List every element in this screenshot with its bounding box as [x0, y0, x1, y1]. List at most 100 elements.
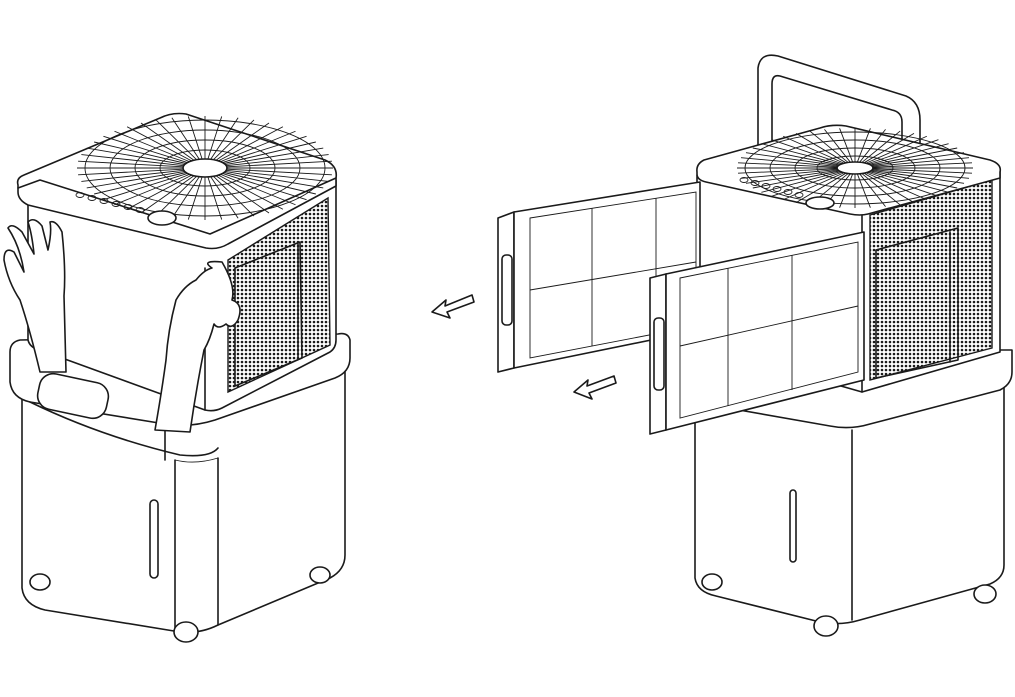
side-grille-left	[227, 196, 331, 394]
grille-spoke	[761, 171, 841, 193]
grille-spoke	[859, 173, 886, 207]
grille-spoke	[103, 135, 188, 163]
water-window-right	[789, 489, 797, 563]
grille-spoke	[114, 130, 190, 163]
grille-spoke	[872, 169, 970, 179]
grille-spoke	[215, 175, 270, 214]
grille-spoke	[771, 171, 843, 197]
grille-spoke	[752, 170, 840, 189]
grille-spoke	[210, 176, 239, 219]
grille-spoke	[795, 172, 847, 204]
grille-spoke	[226, 169, 329, 182]
grille-spoke	[872, 162, 973, 168]
grille-spoke	[215, 122, 270, 161]
wheel-icon	[701, 573, 997, 637]
wheel-icon	[29, 566, 331, 643]
arrow-left-icon	[431, 294, 475, 319]
top-grille-left	[77, 116, 333, 220]
grille-spoke	[226, 160, 332, 168]
grille-spoke	[222, 135, 307, 163]
grille-spoke	[856, 128, 871, 163]
grille-spoke	[782, 172, 845, 201]
grille-spoke	[226, 154, 329, 167]
grille-spoke	[737, 162, 838, 168]
grille-spoke	[171, 176, 200, 219]
grille-spoke	[86, 171, 185, 189]
grille-spoke	[78, 168, 184, 176]
lower-body-left	[21, 359, 346, 634]
grille-spoke	[187, 176, 203, 220]
grille-spoke	[752, 147, 840, 166]
grille-spoke	[187, 116, 203, 160]
grille-spoke	[861, 130, 901, 163]
grille-spoke	[859, 129, 886, 163]
lower-body-right	[694, 379, 1005, 625]
grille-spoke	[114, 173, 190, 206]
grille-spoke	[871, 152, 965, 167]
grille-spoke	[737, 168, 838, 174]
grille-spoke	[220, 130, 296, 163]
grille-spoke	[740, 157, 838, 167]
grille-spoke	[872, 157, 970, 167]
grille-spoke	[869, 171, 949, 193]
grille-spoke	[226, 168, 332, 176]
grille-spoke	[223, 172, 316, 195]
hand-icon	[3, 218, 67, 373]
grille-spoke	[207, 176, 223, 220]
grille-spoke	[839, 128, 854, 163]
grille-spoke	[140, 175, 195, 214]
grille-spoke	[782, 135, 845, 164]
top-grille-right	[737, 128, 973, 208]
grille-spoke	[225, 147, 324, 165]
grille-spoke	[126, 126, 192, 162]
grille-spoke	[213, 119, 255, 161]
grille-spoke	[839, 173, 854, 208]
grille-spoke	[94, 141, 187, 164]
grille-spoke	[745, 152, 839, 167]
grille-spoke	[863, 132, 915, 164]
grille-spoke	[86, 147, 185, 165]
grille-spoke	[867, 139, 939, 165]
filter-icon	[649, 231, 865, 435]
grille-spoke	[869, 143, 949, 165]
control-panel-right	[739, 177, 835, 210]
grille-spoke	[225, 171, 324, 189]
grille-spoke	[861, 173, 901, 206]
grille-spoke	[856, 173, 871, 208]
control-panel-left	[75, 192, 177, 226]
water-window-left	[149, 499, 159, 579]
grille-spoke	[155, 119, 197, 161]
side-grille-right	[869, 179, 993, 381]
hand-icon	[154, 260, 241, 433]
grille-spoke	[867, 171, 939, 197]
grille-spoke	[740, 169, 838, 179]
grille-spoke	[94, 172, 187, 195]
grille-spoke	[81, 154, 184, 167]
grille-spoke	[223, 141, 316, 164]
grille-spoke	[809, 130, 849, 163]
grille-spoke	[870, 147, 958, 166]
grille-spoke	[78, 160, 184, 168]
grille-spoke	[155, 175, 197, 217]
grille-spoke	[863, 172, 915, 204]
grille-spoke	[872, 168, 973, 174]
grille-spoke	[171, 117, 200, 160]
grille-spoke	[865, 135, 928, 164]
grille-spoke	[218, 126, 284, 162]
grille-spoke	[222, 173, 307, 201]
grille-spoke	[761, 143, 841, 165]
grille-spoke	[140, 122, 195, 161]
grille-spoke	[218, 174, 284, 210]
grille-spoke	[870, 170, 958, 189]
grille-spoke	[795, 132, 847, 164]
grille-spoke	[103, 173, 188, 201]
grille-spoke	[213, 175, 255, 217]
grille-spoke	[81, 169, 184, 182]
grille-spoke	[865, 172, 928, 201]
grille-spoke	[824, 129, 851, 163]
grille-spoke	[771, 139, 843, 165]
grille-spoke	[207, 116, 223, 160]
grille-spoke	[745, 169, 839, 184]
